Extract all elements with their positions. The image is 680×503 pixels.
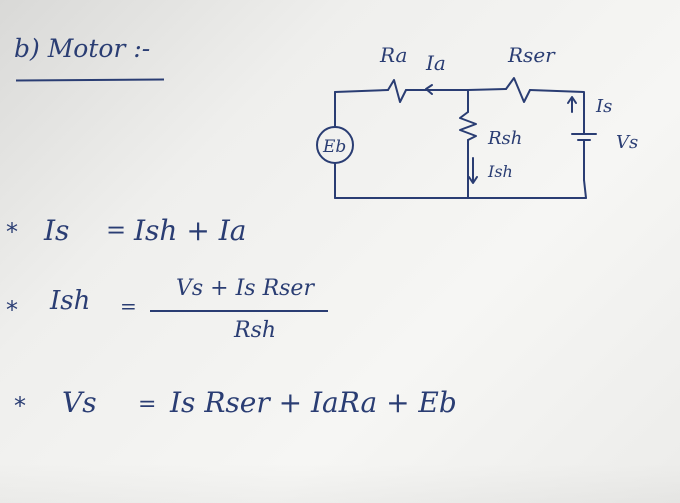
bullet-2: *	[6, 296, 18, 324]
eq2-equals: =	[120, 294, 137, 318]
eq2-fraction-bar	[150, 310, 328, 312]
eq1-lhs: Is	[44, 214, 70, 247]
eq1-equals: =	[106, 216, 127, 244]
rsh-label: Rsh	[487, 128, 522, 149]
ia-label: Ia	[425, 51, 446, 75]
motor-circuit-diagram: Ra Ia Rser Is Vs Rsh Ish Eb	[316, 43, 638, 199]
right-wire	[583, 179, 587, 199]
eb-label: Eb	[322, 137, 346, 157]
top-wire-end	[529, 89, 585, 103]
eq3-lhs: Vs	[62, 386, 97, 419]
ra-label: Ra	[379, 43, 407, 67]
eq2-numerator: Vs + Is Rser	[176, 276, 314, 301]
eq2-denominator: Rsh	[234, 318, 277, 343]
vs-label: Vs	[616, 132, 638, 153]
is-label: Is	[595, 96, 612, 117]
eq2-lhs: Ish	[50, 286, 91, 316]
eq3-equals: =	[138, 392, 157, 417]
ish-arrow	[468, 157, 478, 184]
bullet-3: *	[14, 392, 26, 420]
rsh-resistor	[459, 111, 477, 141]
top-wire-right	[467, 88, 507, 91]
rser-resistor	[505, 77, 531, 103]
page-shadow	[0, 463, 680, 503]
ia-arrow	[425, 84, 433, 95]
eq3-rhs: Is Rser + IaRa + Eb	[170, 386, 457, 419]
top-wire-left	[334, 89, 389, 93]
rser-label: Rser	[507, 43, 556, 67]
heading-underline	[15, 78, 165, 82]
ra-resistor	[387, 79, 407, 103]
bullet-1: *	[6, 218, 18, 246]
ish-label: Ish	[487, 162, 513, 181]
section-heading: b) Motor :-	[14, 34, 151, 63]
eq1-rhs: Ish + Ia	[134, 214, 247, 247]
is-arrow	[567, 96, 577, 113]
